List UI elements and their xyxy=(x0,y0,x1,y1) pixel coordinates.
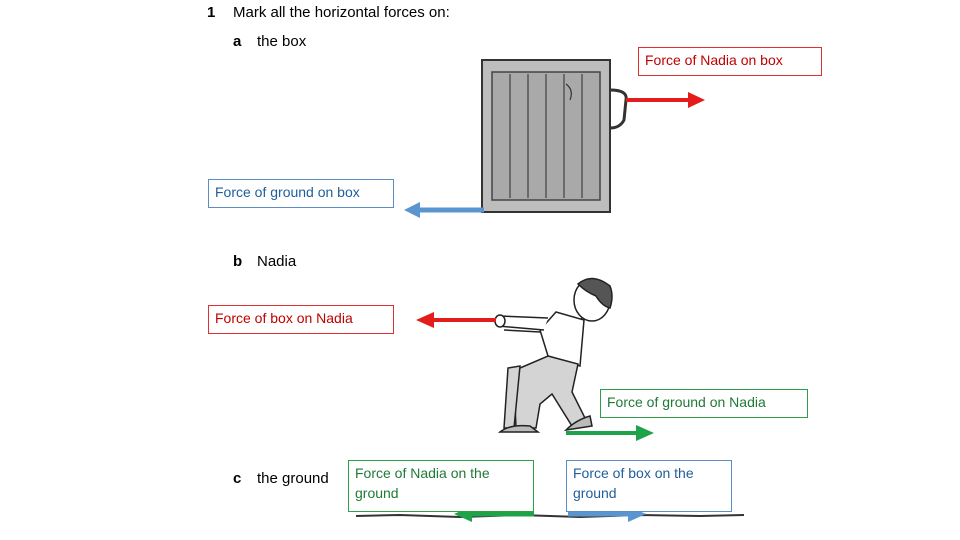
part-a-text: the box xyxy=(257,33,307,50)
crate-illustration xyxy=(481,59,628,213)
label-ground-on-box: Force of ground on box xyxy=(208,179,394,208)
part-c-text: the ground xyxy=(257,470,329,487)
label-ground-on-nadia: Force of ground on Nadia xyxy=(600,389,808,418)
question-number: 1 xyxy=(207,4,216,21)
label-nadia-on-box: Force of Nadia on box xyxy=(638,47,822,76)
ground-line xyxy=(355,513,745,519)
label-box-on-nadia: Force of box on Nadia xyxy=(208,305,394,334)
nadia-figure xyxy=(494,277,613,433)
part-a-letter: a xyxy=(233,33,242,50)
label-box-on-ground: Force of box on the ground xyxy=(566,460,732,512)
arrow-ground-on-nadia xyxy=(566,425,654,441)
part-c-letter: c xyxy=(233,470,242,487)
label-nadia-on-ground: Force of Nadia on the ground xyxy=(348,460,534,512)
arrow-nadia-on-box xyxy=(626,92,705,108)
arrow-box-on-nadia xyxy=(416,312,496,328)
part-b-letter: b xyxy=(233,253,243,270)
part-b-text: Nadia xyxy=(257,253,297,270)
arrow-ground-on-box xyxy=(404,202,484,218)
question-title: Mark all the horizontal forces on: xyxy=(233,4,450,21)
